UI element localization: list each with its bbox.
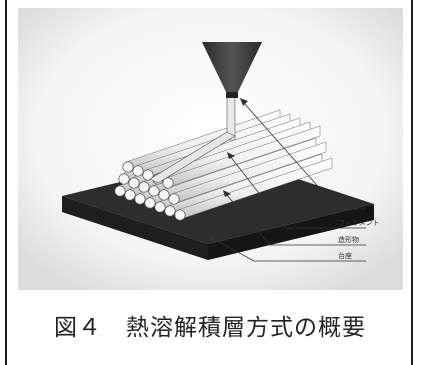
leader-line-molded <box>225 193 366 246</box>
label-molded-object: 造形物 <box>338 235 359 244</box>
nozzle <box>202 42 262 98</box>
fdm-diagram: ノズル フィラメント 造形物 台座 <box>18 8 403 290</box>
frame-left-border <box>5 0 7 365</box>
fdm-diagram-svg: ノズル フィラメント 造形物 台座 <box>18 8 403 290</box>
leader-line-base <box>211 237 366 262</box>
leader-arrowheads <box>209 98 248 241</box>
label-nozzle: ノズル <box>338 198 359 207</box>
rod-end-caps <box>114 161 186 221</box>
leader-line-nozzle <box>242 101 366 210</box>
figure-caption: 図４ 熱溶解積層方式の概要 <box>54 315 366 341</box>
label-filament: フィラメント <box>338 219 380 227</box>
frame-right-border <box>411 0 413 365</box>
leader-line-filament <box>229 155 366 229</box>
label-base: 台座 <box>338 251 352 260</box>
extruded-filament <box>149 91 236 184</box>
leader-lines <box>211 101 366 262</box>
